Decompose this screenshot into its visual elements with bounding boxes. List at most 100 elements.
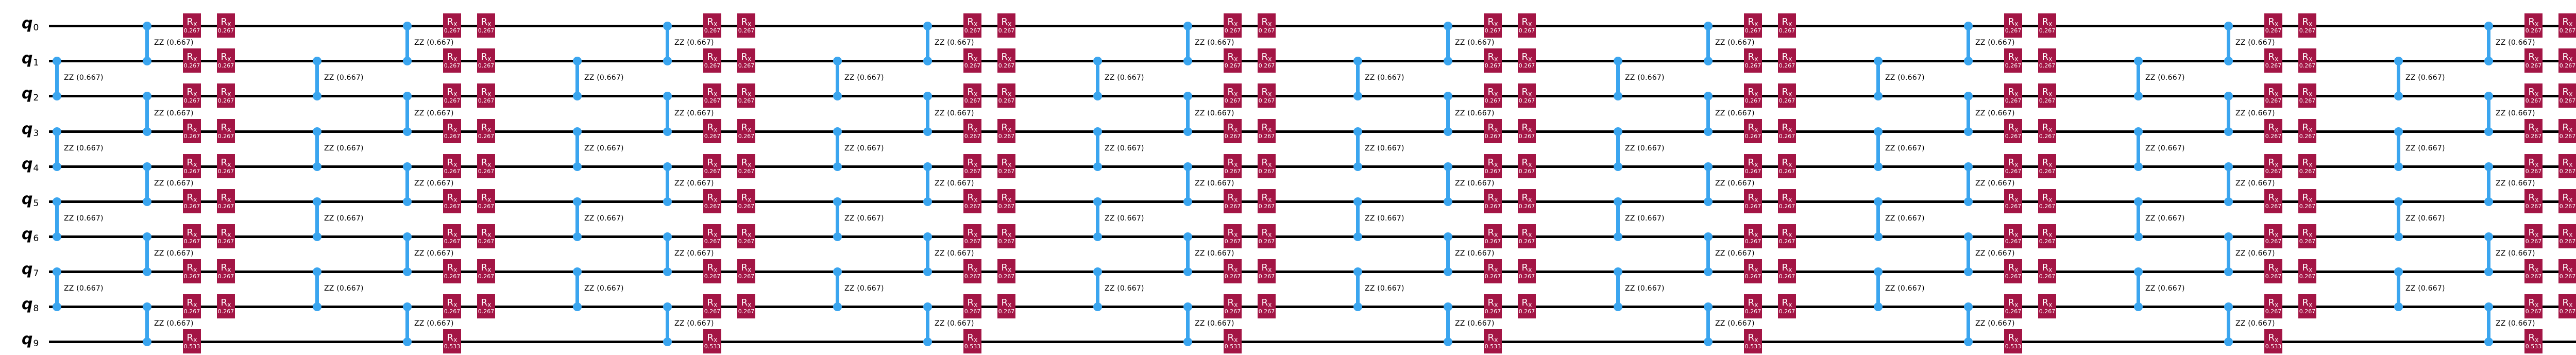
zz-gate-node-q6[interactable] — [2394, 232, 2403, 241]
zz-gate-connector[interactable] — [2397, 61, 2400, 96]
zz-gate-node-q4[interactable] — [1964, 162, 1973, 171]
zz-gate-node-q3[interactable] — [573, 127, 582, 136]
zz-gate-node-q2[interactable] — [1704, 92, 1713, 100]
zz-gate-connector[interactable] — [1186, 26, 1190, 61]
zz-gate-node-q2[interactable] — [923, 92, 932, 100]
zz-gate-node-q0[interactable] — [1183, 22, 1192, 30]
zz-gate-node-q2[interactable] — [53, 92, 61, 100]
zz-gate-connector[interactable] — [145, 166, 149, 201]
zz-gate-connector[interactable] — [2397, 272, 2400, 307]
zz-gate-connector[interactable] — [836, 61, 839, 96]
zz-gate-node-q6[interactable] — [923, 232, 932, 241]
zz-gate-node-q8[interactable] — [1614, 302, 1622, 311]
zz-gate-node-q9[interactable] — [1704, 337, 1713, 346]
zz-gate-node-q0[interactable] — [1964, 22, 1973, 30]
zz-gate-node-q7[interactable] — [833, 267, 842, 276]
zz-gate-node-q5[interactable] — [2484, 197, 2493, 206]
zz-gate-connector[interactable] — [1096, 201, 1099, 236]
zz-gate-node-q2[interactable] — [1444, 92, 1452, 100]
zz-gate-node-q2[interactable] — [573, 92, 582, 100]
zz-gate-connector[interactable] — [1096, 272, 1099, 307]
zz-gate-connector[interactable] — [1186, 166, 1190, 201]
zz-gate-node-q4[interactable] — [663, 162, 672, 171]
zz-gate-connector[interactable] — [666, 26, 669, 61]
zz-gate-node-q7[interactable] — [2394, 267, 2403, 276]
zz-gate-connector[interactable] — [1186, 236, 1190, 272]
zz-gate-node-q5[interactable] — [923, 197, 932, 206]
zz-gate-node-q4[interactable] — [2134, 162, 2143, 171]
zz-gate-node-q5[interactable] — [53, 197, 61, 206]
zz-gate-node-q5[interactable] — [1093, 197, 1102, 206]
zz-gate-connector[interactable] — [2487, 96, 2490, 131]
zz-gate-node-q9[interactable] — [923, 337, 932, 346]
zz-gate-node-q3[interactable] — [2484, 127, 2493, 136]
zz-gate-node-q6[interactable] — [313, 232, 321, 241]
zz-gate-connector[interactable] — [145, 26, 149, 61]
zz-gate-node-q2[interactable] — [2134, 92, 2143, 100]
zz-gate-connector[interactable] — [2137, 131, 2140, 166]
zz-gate-node-q5[interactable] — [2134, 197, 2143, 206]
zz-gate-node-q4[interactable] — [2394, 162, 2403, 171]
zz-gate-node-q0[interactable] — [2484, 22, 2493, 30]
zz-gate-connector[interactable] — [926, 96, 929, 131]
zz-gate-connector[interactable] — [405, 96, 409, 131]
zz-gate-node-q6[interactable] — [53, 232, 61, 241]
zz-gate-connector[interactable] — [405, 236, 409, 272]
zz-gate-node-q8[interactable] — [1874, 302, 1883, 311]
zz-gate-connector[interactable] — [1876, 131, 1880, 166]
zz-gate-node-q0[interactable] — [143, 22, 151, 30]
zz-gate-connector[interactable] — [1967, 307, 1970, 342]
zz-gate-node-q2[interactable] — [833, 92, 842, 100]
zz-gate-node-q2[interactable] — [663, 92, 672, 100]
zz-gate-connector[interactable] — [145, 236, 149, 272]
zz-gate-connector[interactable] — [1446, 307, 1450, 342]
zz-gate-connector[interactable] — [315, 131, 319, 166]
zz-gate-node-q3[interactable] — [313, 127, 321, 136]
zz-gate-connector[interactable] — [1876, 272, 1880, 307]
zz-gate-node-q5[interactable] — [403, 197, 412, 206]
zz-gate-node-q2[interactable] — [1964, 92, 1973, 100]
zz-gate-node-q4[interactable] — [143, 162, 151, 171]
zz-gate-node-q5[interactable] — [313, 197, 321, 206]
zz-gate-connector[interactable] — [666, 96, 669, 131]
